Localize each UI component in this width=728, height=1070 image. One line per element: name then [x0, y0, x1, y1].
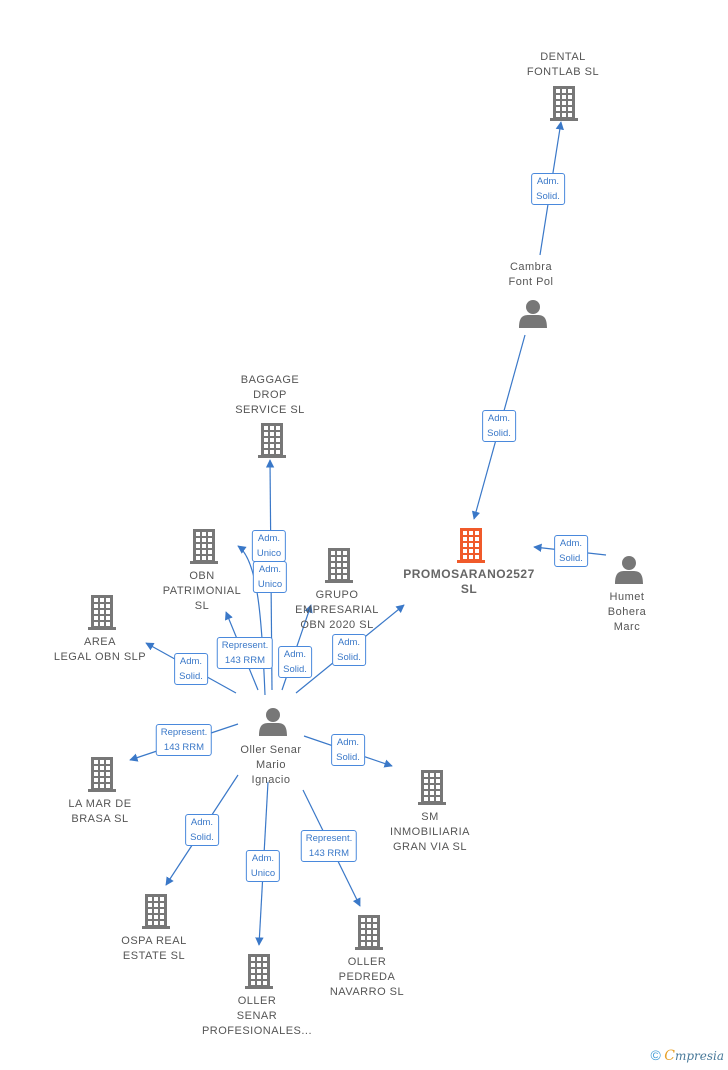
- relation-label-cambra-dental: Adm. Solid.: [531, 173, 565, 205]
- baggage-building-icon[interactable]: [258, 423, 286, 458]
- promo-building-icon[interactable]: [457, 528, 485, 563]
- pedreda-building-icon[interactable]: [355, 915, 383, 950]
- relation-label-oller-pedreda: Represent. 143 RRM: [300, 830, 358, 862]
- relation-label-oller-profes: Adm. Unico: [245, 850, 281, 882]
- obnpat-label[interactable]: OBN PATRIMONIAL SL: [162, 570, 242, 612]
- pedreda-label[interactable]: OLLER PEDREDA NAVARRO SL: [329, 956, 405, 998]
- lamar-label[interactable]: LA MAR DE BRASA SL: [68, 798, 132, 825]
- relation-label-oller-sm: Adm. Solid.: [331, 734, 365, 766]
- cambra-label[interactable]: Cambra Font Pol: [508, 261, 554, 288]
- grupo-building-icon[interactable]: [325, 548, 353, 583]
- relation-label-oller-obnpat: Adm. Unico: [252, 561, 288, 593]
- relation-label-oller-area: Adm. Solid.: [174, 653, 208, 685]
- sm-label[interactable]: SM INMOBILIARIA GRAN VIA SL: [390, 811, 470, 853]
- empresia-logo: © Cmpresia: [650, 1047, 724, 1064]
- cambra-person-icon[interactable]: [519, 300, 547, 328]
- area-building-icon[interactable]: [88, 595, 116, 630]
- humet-person-icon[interactable]: [615, 556, 643, 584]
- obnpat-building-icon[interactable]: [190, 529, 218, 564]
- relation-label-oller-promo: Adm. Solid.: [332, 634, 366, 666]
- relation-label-humet-promo: Adm. Solid.: [554, 535, 588, 567]
- ospa-building-icon[interactable]: [142, 894, 170, 929]
- relation-label-oller-obnpat: Represent. 143 RRM: [216, 637, 274, 669]
- lamar-building-icon[interactable]: [88, 757, 116, 792]
- sm-building-icon[interactable]: [418, 770, 446, 805]
- relation-label-cambra-promo: Adm. Solid.: [482, 410, 516, 442]
- oller-label[interactable]: Oller Senar Mario Ignacio: [240, 744, 302, 786]
- grupo-label[interactable]: GRUPO EMPRESARIAL OBN 2020 SL: [295, 589, 379, 631]
- edge-oller-obnpat: [237, 545, 266, 696]
- dental-building-icon[interactable]: [550, 86, 578, 121]
- relation-label-oller-grupo: Adm. Solid.: [278, 646, 312, 678]
- promo-label[interactable]: PROMOSARANO2527 SL: [403, 567, 535, 596]
- profes-label[interactable]: OLLER SENAR PROFESIONALES...: [201, 995, 313, 1037]
- relation-label-oller-ospa: Adm. Solid.: [185, 814, 219, 846]
- humet-label[interactable]: Humet Bohera Marc: [607, 591, 647, 633]
- area-label[interactable]: AREA LEGAL OBN SLP: [53, 636, 147, 663]
- oller-person-icon[interactable]: [259, 708, 287, 736]
- relation-label-oller-lamar: Represent. 143 RRM: [155, 724, 213, 756]
- baggage-label[interactable]: BAGGAGE DROP SERVICE SL: [235, 374, 305, 416]
- dental-label[interactable]: DENTAL FONTLAB SL: [526, 51, 600, 78]
- relation-label-oller-baggage: Adm. Unico: [251, 530, 287, 562]
- ospa-label[interactable]: OSPA REAL ESTATE SL: [121, 935, 187, 962]
- profes-building-icon[interactable]: [245, 954, 273, 989]
